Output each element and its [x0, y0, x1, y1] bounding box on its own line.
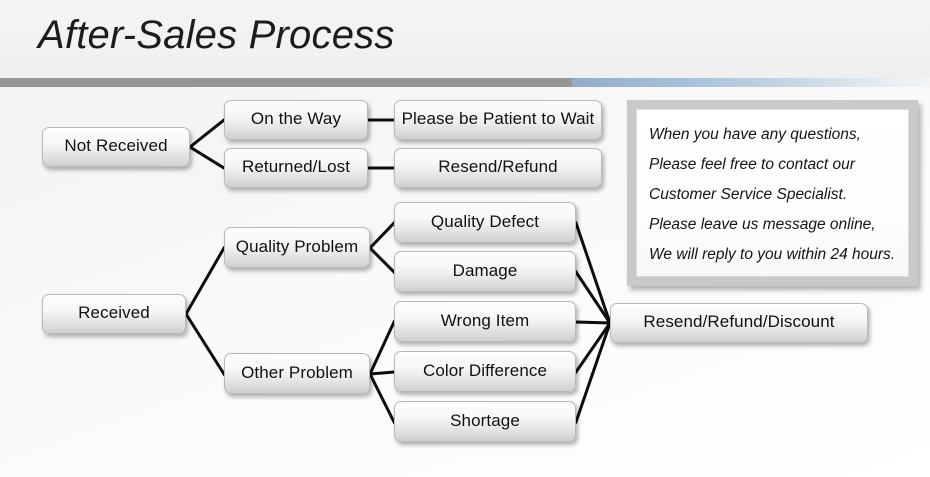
edge-received-qualityproblem — [183, 245, 227, 317]
node-on-the-way[interactable]: On the Way — [224, 100, 368, 140]
node-label: Quality Defect — [430, 211, 540, 231]
node-label: Shortage — [450, 410, 520, 430]
note-line: Please leave us message online, — [649, 216, 876, 233]
node-label: Quality Problem — [235, 236, 359, 256]
note-line: Customer Service Specialist. — [649, 186, 848, 203]
process-flow-diagram: Not Received On the Way Returned/Lost Pl… — [0, 87, 930, 477]
edge-colordifference-result — [573, 320, 613, 375]
note-line: We will reply to you within 24 hours. — [649, 246, 896, 263]
node-returned-lost[interactable]: Returned/Lost — [224, 148, 368, 188]
edge-received-otherproblem — [183, 311, 227, 377]
node-not-received[interactable]: Not Received — [42, 127, 190, 167]
edge-wrongitem-result — [574, 320, 612, 325]
header-divider — [0, 78, 930, 87]
edge-shortage-result — [574, 321, 612, 424]
node-wrong-item[interactable]: Wrong Item — [394, 301, 576, 342]
divider-blue-segment — [572, 78, 930, 87]
node-label: Color Difference — [422, 360, 548, 380]
node-label: Please be Patient to Wait — [401, 109, 595, 128]
node-label: Damage — [452, 260, 518, 280]
edge-notreceived-ontheway — [187, 117, 227, 150]
contact-note-body: When you have any questions, Please feel… — [636, 109, 909, 277]
node-label: Received — [78, 303, 150, 322]
node-quality-defect[interactable]: Quality Defect — [394, 202, 576, 243]
node-please-be-patient-to-wait[interactable]: Please be Patient to Wait — [394, 100, 602, 140]
edge-qualityproblem-qualitydefect — [367, 220, 397, 251]
note-line: When you have any questions, — [649, 126, 861, 143]
edge-qualityproblem-damage — [367, 245, 397, 275]
edge-otherproblem-colordifference — [368, 370, 396, 376]
node-other-problem[interactable]: Other Problem — [224, 353, 370, 394]
page-title: After-Sales Process — [38, 13, 395, 57]
slide-header: After-Sales Process — [0, 0, 930, 78]
divider-gray-segment — [0, 78, 572, 87]
edge-qualitydefect-result — [574, 221, 612, 325]
edge-damage-result — [573, 269, 613, 326]
node-resend-refund[interactable]: Resend/Refund — [394, 148, 602, 188]
node-resend-refund-discount[interactable]: Resend/Refund/Discount — [610, 303, 868, 343]
edge-notreceived-returnedlost — [187, 144, 227, 171]
node-damage[interactable]: Damage — [394, 251, 576, 292]
node-label: Not Received — [64, 136, 168, 155]
node-label: Wrong Item — [440, 310, 530, 330]
node-label: Other Problem — [241, 362, 353, 382]
node-label: Resend/Refund/Discount — [643, 312, 835, 331]
edge-otherproblem-wrongitem — [368, 320, 396, 376]
node-label: Resend/Refund — [438, 157, 558, 176]
node-quality-problem[interactable]: Quality Problem — [224, 227, 370, 268]
node-label: On the Way — [250, 109, 342, 128]
node-received[interactable]: Received — [42, 294, 186, 334]
node-shortage[interactable]: Shortage — [394, 401, 576, 442]
note-line: Please feel free to contact our — [649, 156, 855, 173]
edge-otherproblem-shortage — [367, 371, 397, 425]
contact-note-panel: When you have any questions, Please feel… — [627, 100, 918, 286]
node-label: Returned/Lost — [241, 157, 351, 176]
node-color-difference[interactable]: Color Difference — [394, 351, 576, 392]
